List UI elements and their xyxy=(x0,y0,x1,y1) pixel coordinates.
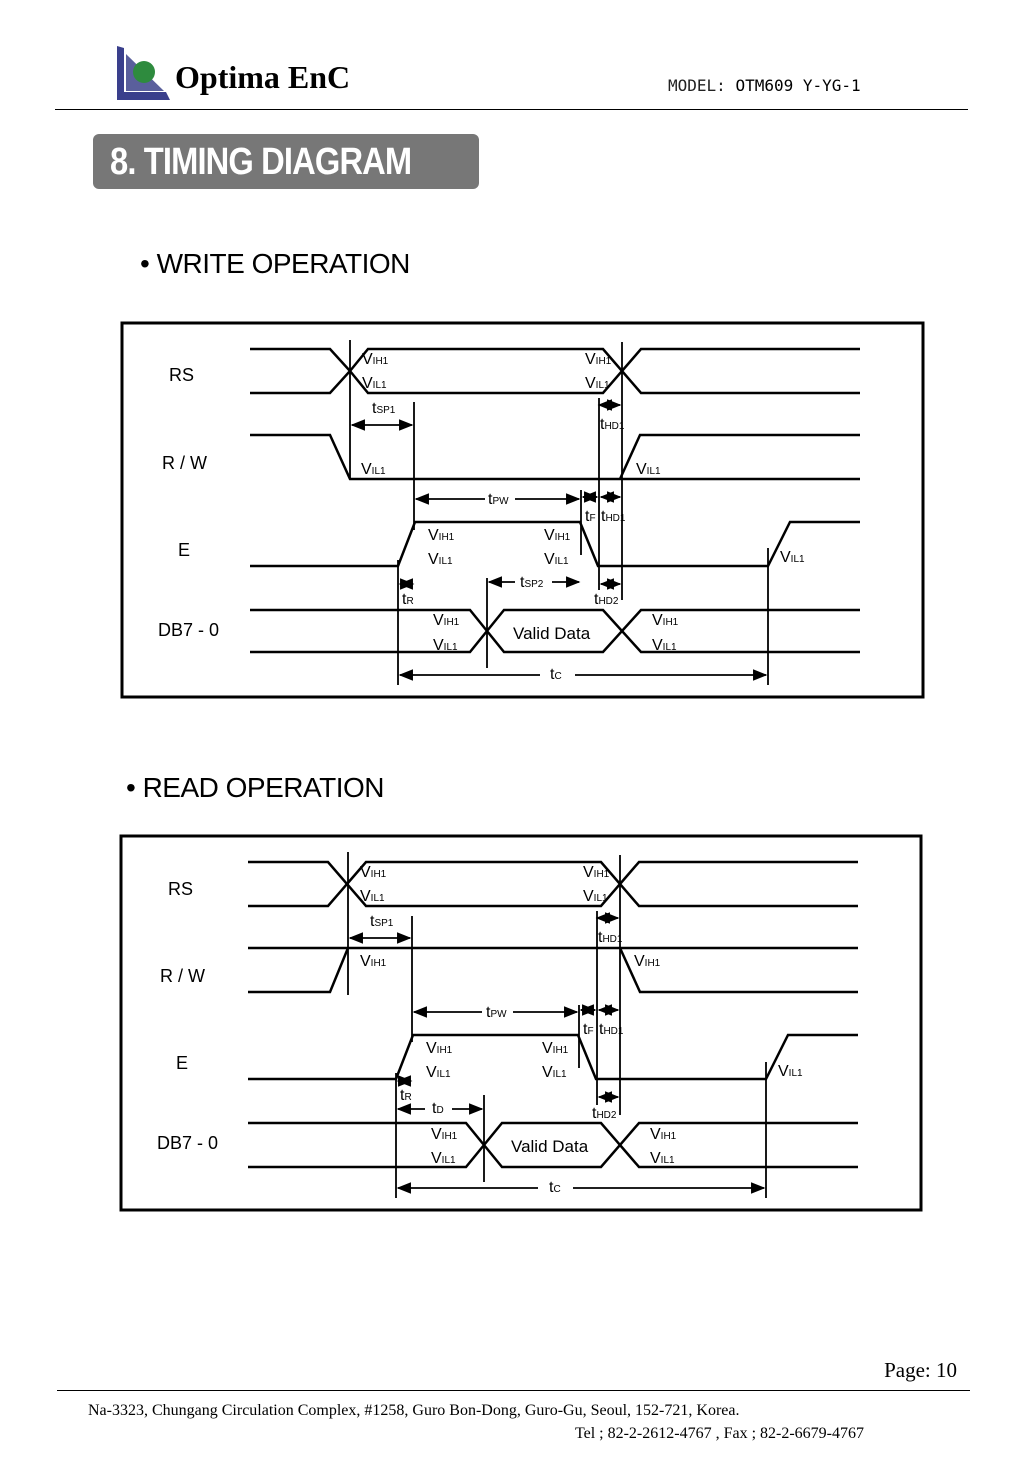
write-rs-vih-2: VIH1 xyxy=(585,351,612,368)
header-rule xyxy=(55,109,968,110)
read-db-vih-2: VIH1 xyxy=(650,1126,677,1143)
read-rw-vih-2: VIH1 xyxy=(634,953,661,970)
write-signal-rs: RS xyxy=(169,365,194,385)
read-td: tD xyxy=(432,1100,444,1117)
write-e-vih-1: VIH1 xyxy=(428,527,455,544)
read-thd1-b: tHD1 xyxy=(599,1021,624,1038)
write-thd2: tHD2 xyxy=(594,591,619,608)
write-e-vih-2: VIH1 xyxy=(544,527,571,544)
write-operation-heading: • WRITE OPERATION xyxy=(140,248,410,279)
model-label: MODEL: xyxy=(668,76,726,95)
read-valid-data: Valid Data xyxy=(511,1137,589,1156)
read-rw-waveform xyxy=(248,946,858,994)
write-signal-db: DB7 - 0 xyxy=(158,620,219,640)
logo-frame xyxy=(117,46,170,100)
read-thd1-a: tHD1 xyxy=(598,929,623,946)
model-line: MODEL: OTM609 Y-YG-1 xyxy=(668,76,861,95)
read-rs-waveform xyxy=(248,860,858,908)
read-e-vih-1: VIH1 xyxy=(426,1040,453,1057)
footer-contact: Tel ; 82-2-2612-4767 , Fax ; 82-2-6679-4… xyxy=(574,1425,864,1442)
write-tf: tF xyxy=(585,508,596,525)
write-tpw: tPW xyxy=(488,491,509,508)
read-e-vih-2: VIH1 xyxy=(542,1040,569,1057)
write-signal-e: E xyxy=(178,540,190,560)
read-rs-vil-2: VIL1 xyxy=(583,888,608,905)
write-rs-vih-1: VIH1 xyxy=(362,351,389,368)
read-db-vih-1: VIH1 xyxy=(431,1126,458,1143)
section-title: 8. TIMING DIAGRAM xyxy=(110,141,412,183)
footer-rule xyxy=(57,1390,970,1391)
write-tsp2: tSP2 xyxy=(520,574,544,591)
read-timing-markers xyxy=(347,852,767,1198)
section-title-bar xyxy=(93,134,479,189)
page-number: Page: 10 xyxy=(884,1358,957,1382)
read-e-vil-1: VIL1 xyxy=(426,1064,451,1081)
write-thd1-b: tHD1 xyxy=(601,508,626,525)
write-valid-data: Valid Data xyxy=(513,624,591,643)
read-signal-rs: RS xyxy=(168,879,193,899)
read-diagram-frame xyxy=(119,834,923,1212)
write-e-vil-2: VIL1 xyxy=(544,551,569,568)
read-rs-vih-1: VIH1 xyxy=(360,864,387,881)
write-rw-vil-2: VIL1 xyxy=(636,461,661,478)
write-db-vih-1: VIH1 xyxy=(433,612,460,629)
read-tsp1: tSP1 xyxy=(370,913,394,930)
read-signal-rw: R / W xyxy=(160,966,205,986)
write-db-vil-1: VIL1 xyxy=(433,637,458,654)
read-signal-db: DB7 - 0 xyxy=(157,1133,218,1153)
read-signal-e: E xyxy=(176,1053,188,1073)
read-operation-heading: • READ OPERATION xyxy=(126,772,385,803)
write-thd1-a: tHD1 xyxy=(600,416,625,433)
read-db-vil-2: VIL1 xyxy=(650,1150,675,1167)
read-thd2: tHD2 xyxy=(592,1105,617,1122)
company-name: Optima EnC xyxy=(175,59,351,95)
read-tpw: tPW xyxy=(486,1004,507,1021)
write-timing-markers xyxy=(349,340,769,685)
write-rw-vil-1: VIL1 xyxy=(361,461,386,478)
read-rs-vih-2: VIH1 xyxy=(583,864,610,881)
write-rs-vil-2: VIL1 xyxy=(585,375,610,392)
model-value: OTM609 Y-YG-1 xyxy=(735,76,861,95)
footer-address: Na-3323, Chungang Circulation Complex, #… xyxy=(88,1402,740,1419)
read-rw-vih-1: VIH1 xyxy=(360,953,387,970)
read-e-vil-3: VIL1 xyxy=(778,1063,803,1080)
read-tf: tF xyxy=(583,1021,594,1038)
write-tr: tR xyxy=(402,591,414,608)
read-e-vil-2: VIL1 xyxy=(542,1064,567,1081)
write-e-vil-3: VIL1 xyxy=(780,549,805,566)
read-tr: tR xyxy=(400,1087,412,1104)
write-rs-vil-1: VIL1 xyxy=(362,375,387,392)
logo-dot xyxy=(133,61,155,83)
company-logo xyxy=(117,46,170,100)
write-e-waveform xyxy=(250,520,860,568)
write-signal-rw: R / W xyxy=(162,453,207,473)
read-tc: tC xyxy=(549,1179,561,1196)
read-rs-vil-1: VIL1 xyxy=(360,888,385,905)
write-db-vih-2: VIH1 xyxy=(652,612,679,629)
write-e-vil-1: VIL1 xyxy=(428,551,453,568)
write-tsp1: tSP1 xyxy=(372,400,396,417)
write-db-vil-2: VIL1 xyxy=(652,637,677,654)
read-e-waveform xyxy=(248,1033,858,1081)
write-diagram-frame xyxy=(120,321,925,699)
write-tc: tC xyxy=(550,666,562,683)
read-db-vil-1: VIL1 xyxy=(431,1150,456,1167)
